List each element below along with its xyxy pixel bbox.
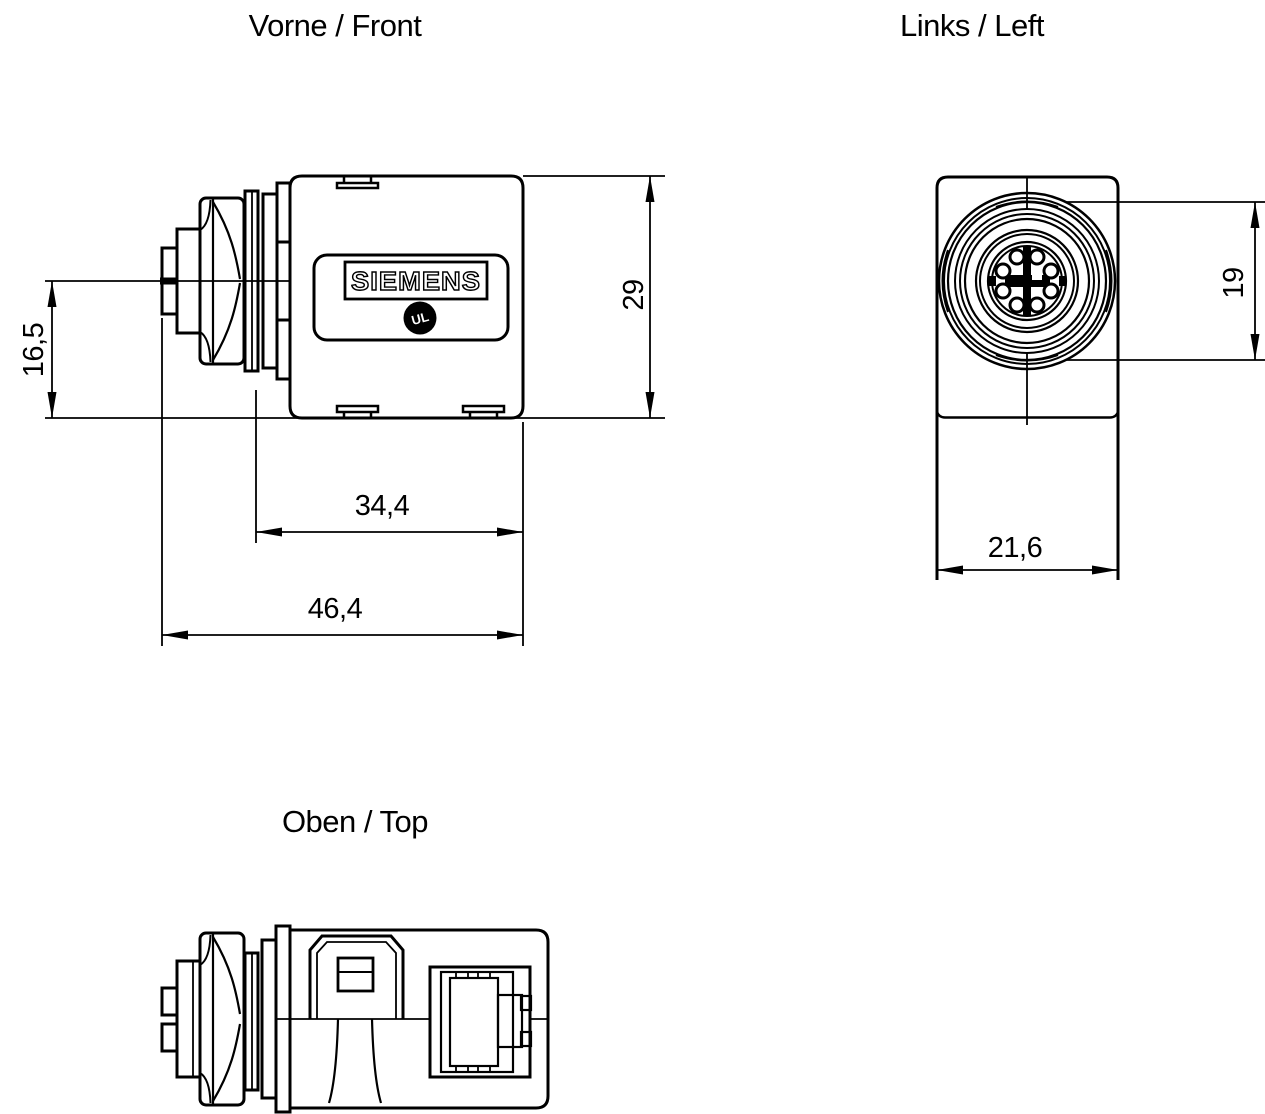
front-top-tab	[335, 177, 380, 190]
hex-nut-facet-arc	[212, 201, 242, 280]
front-bottom-tab-left	[335, 404, 380, 418]
latch-mechanism	[308, 934, 405, 1104]
hex-nut-chamfer	[199, 1072, 212, 1104]
ul-mark-icon	[403, 301, 437, 335]
top-view-label: Oben / Top	[282, 804, 428, 839]
brand-label-plate: SIEMENS UL	[312, 253, 510, 342]
m12-pin-face	[989, 247, 1066, 315]
rj45-cavity	[448, 976, 500, 1068]
dim-connector-diameter: 19	[1065, 201, 1265, 361]
rj45-tab	[477, 971, 491, 979]
siemens-logo-box	[343, 260, 489, 301]
rj45-inner	[439, 970, 515, 1074]
rj45-tab	[477, 1065, 491, 1073]
key-wedge-east	[1059, 276, 1066, 286]
nut-arc-west	[941, 249, 949, 313]
rj45-protrusion	[496, 993, 524, 1049]
rj45-corner-block	[519, 994, 533, 1012]
label-plate-outline	[312, 253, 510, 342]
latch-tail	[327, 1018, 340, 1104]
arrow-right	[1092, 565, 1118, 575]
arrow-left	[256, 527, 282, 537]
pin	[1028, 296, 1046, 314]
mounting-flange	[260, 938, 278, 1100]
dim-total-width: 46,4	[161, 318, 523, 646]
shield-cross-horizontal	[1005, 275, 1050, 287]
top-view: Oben / Top	[160, 804, 550, 1114]
top-connector-assembly	[160, 931, 278, 1107]
arrow-down	[1250, 334, 1260, 360]
arrow-left	[937, 565, 963, 575]
hex-nut-chamfer	[199, 934, 212, 966]
flange-step-bottom	[275, 318, 292, 381]
pin	[1008, 248, 1026, 266]
pin	[994, 262, 1012, 280]
front-centerline-tick	[160, 277, 178, 285]
front-connector-assembly	[160, 181, 292, 381]
rj45-tab	[455, 1065, 469, 1073]
front-bottom-tab-right	[461, 404, 506, 418]
left-view: Links / Left	[900, 8, 1265, 580]
arrow-left	[162, 630, 188, 640]
rj45-corner-block	[519, 1030, 533, 1048]
dim-height: 29	[523, 175, 665, 418]
front-view: Vorne / Front	[18, 8, 665, 646]
siemens-logo-text: SIEMENS	[351, 266, 481, 296]
hex-nut-facet-arc	[212, 282, 242, 361]
coding-notch	[1032, 270, 1042, 280]
nut-arc-north	[995, 200, 1059, 208]
dim-text-34-4: 34,4	[355, 490, 410, 522]
nut-arc-south	[995, 354, 1059, 362]
arrow-up	[645, 176, 655, 202]
dim-text-46-4: 46,4	[308, 593, 363, 625]
dim-text-16-5: 16,5	[18, 323, 50, 377]
dim-text-21-6: 21,6	[988, 532, 1042, 564]
rj45-outer	[428, 965, 532, 1079]
pin	[1028, 248, 1046, 266]
dim-left-width: 21,6	[937, 532, 1118, 575]
dim-axis-offset: 16,5	[18, 281, 665, 419]
pin	[1042, 262, 1060, 280]
mounting-flange	[261, 192, 279, 370]
left-view-label: Links / Left	[900, 8, 1045, 43]
dim-text-19: 19	[1218, 267, 1250, 298]
thread-cylinder	[175, 959, 202, 1079]
dim-body-width: 34,4	[255, 390, 524, 646]
latch-outer	[308, 934, 405, 1019]
pin	[1042, 282, 1060, 300]
m12-connector-rings	[937, 191, 1117, 371]
flange-step-top	[275, 181, 292, 244]
key-wedge-west	[989, 276, 996, 286]
arrow-down	[47, 392, 57, 418]
hex-nut-chamfer	[199, 331, 212, 363]
latch-inner	[316, 941, 397, 1019]
arrow-right	[497, 630, 523, 640]
hex-nut-chamfer	[199, 199, 212, 231]
nut-arc-east	[1105, 249, 1113, 313]
arrow-right	[497, 527, 523, 537]
latch-tail	[370, 1018, 383, 1104]
arrow-up	[47, 281, 57, 307]
arrow-down	[645, 392, 655, 418]
thread-tip	[160, 986, 179, 1017]
pin	[994, 282, 1012, 300]
thread-tip	[160, 1022, 179, 1053]
rj45-tab	[455, 971, 469, 979]
dim-text-29: 29	[618, 279, 650, 310]
latch-button	[336, 956, 375, 993]
top-housing-body	[288, 928, 550, 1110]
hex-nut-facet-arc	[212, 1023, 242, 1102]
ul-mark-text: UL	[410, 309, 431, 328]
rj45-receptacle	[428, 965, 533, 1079]
front-view-label: Vorne / Front	[249, 8, 423, 43]
hex-nut-facet-arc	[212, 936, 242, 1015]
pin	[1008, 296, 1026, 314]
arrow-up	[1250, 202, 1260, 228]
